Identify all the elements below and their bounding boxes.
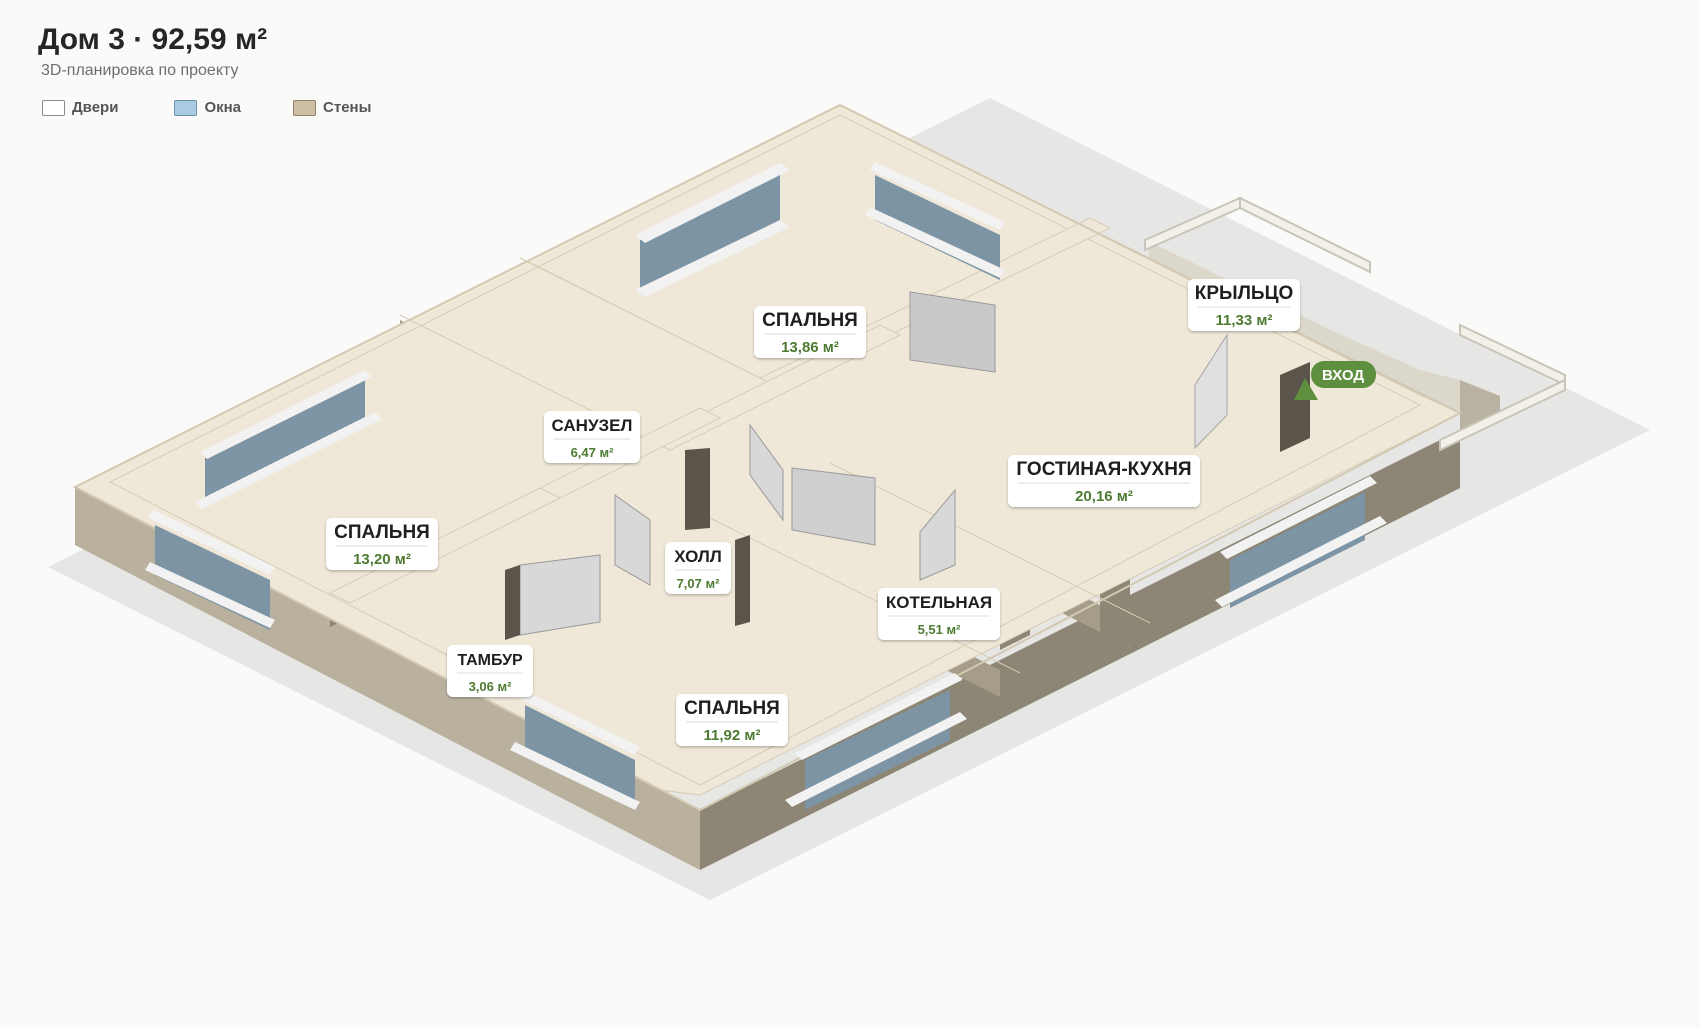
room-area: 6,47 м² <box>571 445 615 460</box>
door-boiler <box>919 488 956 581</box>
room-label-box <box>878 588 1000 640</box>
room-label-box <box>754 306 866 358</box>
legend-swatch-windows <box>174 99 198 116</box>
room-label-box <box>676 694 788 746</box>
room-name: КОТЕЛЬНАЯ <box>886 593 992 612</box>
room-name: ХОЛЛ <box>674 547 722 566</box>
room-name: СПАЛЬНЯ <box>334 522 430 543</box>
page-title: Дом 3 · 92,59 м² <box>38 23 268 56</box>
page-subtitle: 3D-планировка по проекту <box>41 62 239 79</box>
room-label-box <box>326 518 438 570</box>
legend-item-walls: Стены <box>293 99 371 116</box>
window-east-1 <box>1215 476 1387 608</box>
room-name: СПАЛЬНЯ <box>684 698 780 719</box>
entrance-label: ВХОД <box>1322 367 1364 384</box>
room-name: ТАМБУР <box>457 652 523 669</box>
door-living-porch <box>1194 333 1228 450</box>
room-label: КОТЕЛЬНАЯ 5,51 м² <box>878 588 1000 640</box>
room-label-box <box>665 542 731 594</box>
door-leaf-dark-2 <box>505 565 520 640</box>
door-bath <box>614 494 651 586</box>
room-label-box <box>544 411 640 463</box>
room-area: 13,20 м² <box>353 551 411 568</box>
room-area: 7,07 м² <box>677 576 721 591</box>
legend: Двери Окна Стены <box>42 99 427 116</box>
legend-label-doors: Двери <box>72 99 119 116</box>
legend-swatch-doors <box>42 99 65 116</box>
room-label: ТАМБУР 3,06 м² <box>447 645 533 697</box>
window-west-1 <box>195 370 382 509</box>
room-label: СПАЛЬНЯ 13,86 м² <box>754 306 866 358</box>
legend-label-walls: Стены <box>323 99 372 116</box>
window-south-1 <box>510 690 640 810</box>
room-name: СПАЛЬНЯ <box>762 310 858 331</box>
outer-wall-top-rim <box>72 103 1463 812</box>
room-area: 13,86 м² <box>781 339 839 356</box>
legend-item-windows: Окна <box>174 99 241 116</box>
entrance-arrow-icon <box>1294 378 1318 400</box>
door-vestibule <box>519 554 601 636</box>
door-leaf-dark-3 <box>735 535 750 626</box>
door-leaf-dark-1 <box>685 448 710 530</box>
porch-railing <box>1144 196 1566 452</box>
door-hall-2 <box>791 467 876 546</box>
header: Дом 3 · 92,59 м² 3D-планировка по проект… <box>38 22 267 80</box>
room-area: 11,33 м² <box>1216 312 1273 329</box>
entrance-tag: ВХОД <box>1294 361 1376 400</box>
windows <box>145 162 1387 810</box>
window-north-2 <box>865 162 1005 280</box>
window-south-2 <box>785 673 967 810</box>
room-name: КРЫЛЬЦО <box>1195 283 1294 304</box>
window-north-1 <box>635 163 790 297</box>
room-name: ГОСТИНАЯ-КУХНЯ <box>1016 459 1191 480</box>
door-entrance <box>1280 362 1310 452</box>
room-area: 11,92 м² <box>704 727 761 744</box>
door-hall-1 <box>749 423 784 522</box>
room-label: ГОСТИНАЯ-КУХНЯ 20,16 м² <box>1008 455 1200 507</box>
room-label: ХОЛЛ 7,07 м² <box>665 542 731 594</box>
room-label: СПАЛЬНЯ 13,20 м² <box>326 518 438 570</box>
window-west-2 <box>145 510 275 630</box>
room-label-box <box>1188 279 1300 331</box>
room-label: СПАЛЬНЯ 11,92 м² <box>676 694 788 746</box>
room-label-box <box>447 645 533 697</box>
legend-item-doors: Двери <box>42 99 118 116</box>
room-area: 3,06 м² <box>469 679 513 694</box>
room-label: КРЫЛЬЦО 11,33 м² <box>1188 279 1300 331</box>
doors <box>505 291 1310 640</box>
room-area: 5,51 м² <box>918 622 962 637</box>
room-name: САНУЗЕЛ <box>552 416 633 435</box>
legend-swatch-walls <box>293 99 317 116</box>
room-label: САНУЗЕЛ 6,47 м² <box>544 411 640 463</box>
room-labels: СПАЛЬНЯ 13,86 м² КРЫЛЬЦО 11,33 м² САНУЗЕЛ 6,4… <box>326 279 1300 746</box>
door-living-bedroom <box>909 291 996 373</box>
legend-label-windows: Окна <box>204 99 242 116</box>
room-area: 20,16 м² <box>1075 488 1133 505</box>
entrance-badge <box>1311 361 1376 388</box>
room-label-box <box>1008 455 1200 507</box>
porch-floor-edge <box>1460 380 1500 438</box>
